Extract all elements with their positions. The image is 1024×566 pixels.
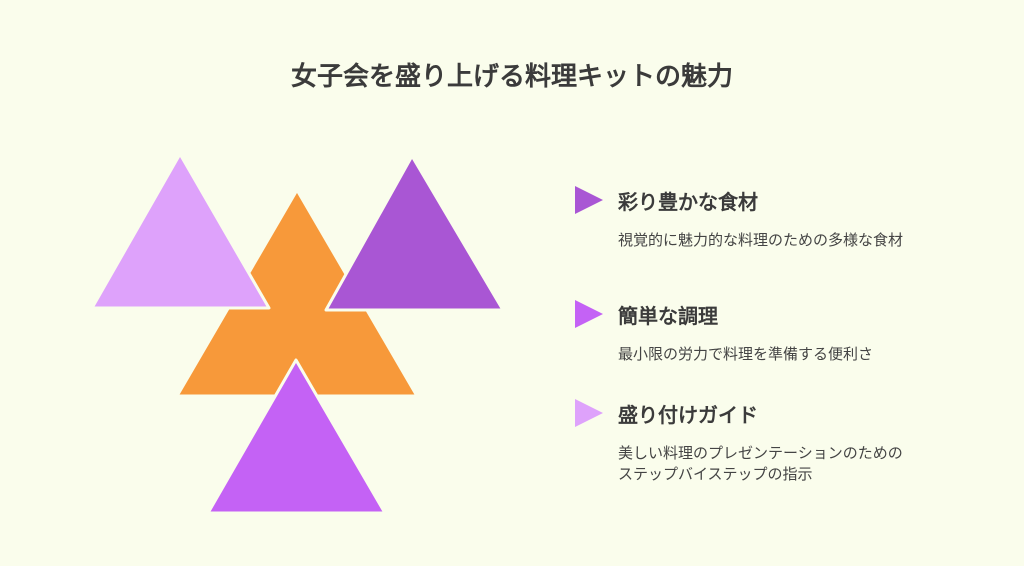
- triangle-violet: [206, 358, 387, 515]
- feature-item-plating-guide: 盛り付けガイド 美しい料理のプレゼンテーションのための ステップバイステップの指…: [574, 397, 994, 485]
- triangle-marker-icon: [575, 399, 603, 427]
- feature-item-easy-cooking: 簡単な調理 最小限の労力で料理を準備する便利さ: [574, 298, 994, 365]
- feature-title: 盛り付けガイド: [618, 402, 758, 427]
- triangle-marker-icon: [575, 186, 603, 214]
- feature-description: 視覚的に魅力的な料理のための多様な食材: [618, 231, 904, 249]
- feature-title: 彩り豊かな食材: [618, 189, 758, 214]
- feature-item-colorful-ingredients: 彩り豊かな食材 視覚的に魅力的な料理のための多様な食材: [574, 184, 994, 251]
- triangle-light-purple: [90, 152, 271, 310]
- feature-title: 簡単な調理: [618, 303, 718, 328]
- triangle-marker-icon: [575, 300, 603, 328]
- page-title: 女子会を盛り上げる料理キットの魅力: [290, 62, 733, 92]
- triangle-diagram: [90, 152, 505, 515]
- triangle-deep-purple: [324, 154, 505, 312]
- feature-description: 最小限の労力で料理を準備する便利さ: [618, 345, 874, 363]
- feature-description: 美しい料理のプレゼンテーションのための ステップバイステップの指示: [618, 444, 903, 483]
